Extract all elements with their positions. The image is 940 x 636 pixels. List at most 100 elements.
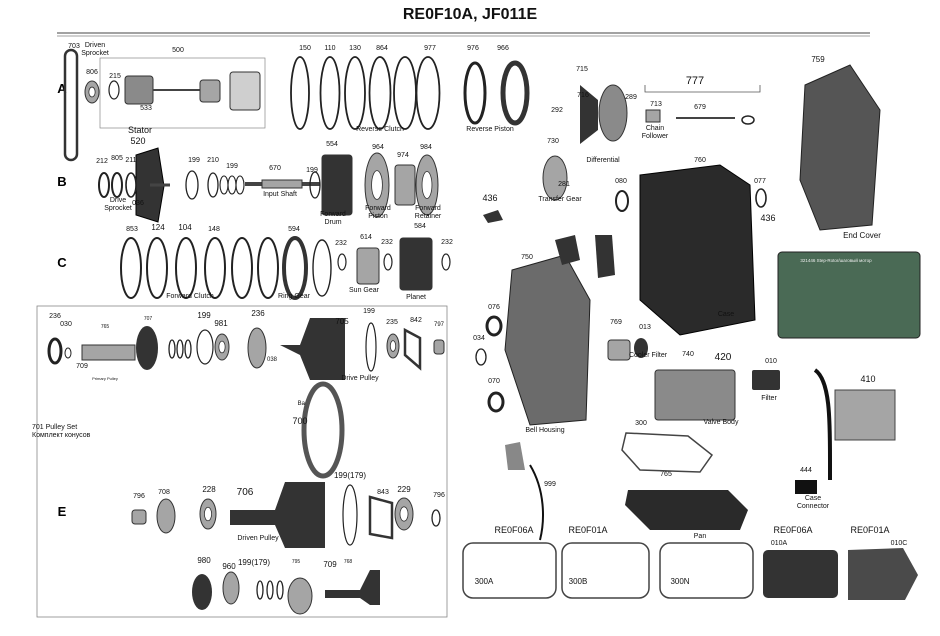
part-label: 199 xyxy=(226,163,238,170)
gasket-300n xyxy=(659,542,754,599)
part-label: 300 xyxy=(635,420,647,427)
part-label: 966 xyxy=(497,45,509,52)
part-label: 584 xyxy=(414,223,426,230)
part-label: 030 xyxy=(60,321,72,328)
ring-part xyxy=(168,339,176,359)
bearing-assembly xyxy=(199,79,221,103)
part-label: 670 xyxy=(269,165,281,172)
ring-part xyxy=(64,347,72,359)
part-label: 715 xyxy=(576,66,588,73)
part-label: End Cover xyxy=(843,231,881,240)
ring-part xyxy=(227,175,237,195)
part-label: 436 xyxy=(760,213,775,223)
ring-part xyxy=(475,348,487,366)
pump-housing xyxy=(229,71,261,111)
part-label: 232 xyxy=(335,240,347,247)
primary-pulley-half xyxy=(136,326,158,370)
part-label: 765 xyxy=(660,471,672,478)
part-label: 842 xyxy=(410,317,422,324)
clutch-plate xyxy=(393,56,417,130)
part-label: 232 xyxy=(441,239,453,246)
gear-708 xyxy=(156,498,176,534)
part-label: 013 xyxy=(639,324,651,331)
clutch-disc xyxy=(146,237,168,299)
part-label: 864 xyxy=(376,45,388,52)
part-label: 077 xyxy=(754,178,766,185)
part-label: 130 xyxy=(349,45,361,52)
part-label: 843 xyxy=(377,489,389,496)
part-label: Bell Housing xyxy=(525,427,564,434)
part-label: 236 xyxy=(251,309,265,318)
disc-bore xyxy=(399,506,409,522)
cone-960 xyxy=(222,571,240,605)
ring-part xyxy=(615,190,629,212)
seal-843 xyxy=(368,495,394,540)
part-label: 706 xyxy=(237,487,254,498)
differential-housing xyxy=(580,85,598,144)
part-label: Planet xyxy=(406,294,426,301)
differential-gear xyxy=(598,84,628,142)
ring-part xyxy=(309,171,321,199)
ring-part xyxy=(111,172,123,198)
part-label: 300B xyxy=(569,577,588,586)
part-label: 010C xyxy=(891,540,908,547)
bolt-436 xyxy=(483,210,503,223)
part-label: 036 xyxy=(132,200,144,207)
part-label: Вал xyxy=(298,401,309,407)
part-label: 199 xyxy=(188,157,200,164)
part-label: 554 xyxy=(326,141,338,148)
filter-part xyxy=(752,370,780,390)
cooler-filter xyxy=(634,338,648,358)
part-label: 709 xyxy=(323,560,337,569)
bracket-part xyxy=(555,235,580,265)
ring-gear xyxy=(282,236,308,300)
ring-part xyxy=(207,172,219,198)
ring-part xyxy=(741,115,755,125)
part-label: 215 xyxy=(109,73,121,80)
part-label: 410 xyxy=(860,374,875,384)
part-label: Pan xyxy=(694,533,707,540)
part-label: 981 xyxy=(214,319,228,328)
part-label: 964 xyxy=(372,144,384,151)
ring-part xyxy=(266,580,274,600)
part-label: 010A xyxy=(771,540,788,547)
transmission-case xyxy=(639,164,756,336)
cone-795 xyxy=(287,577,313,615)
part-label: 281 xyxy=(558,181,570,188)
disc-bore xyxy=(203,506,212,522)
part-label: 212 xyxy=(96,158,108,165)
filter-010c xyxy=(848,548,918,600)
part-label: Reverse Clutch xyxy=(356,126,404,133)
reverse-piston-ring xyxy=(463,61,487,125)
ring-part xyxy=(108,80,120,100)
part-label: 520 xyxy=(130,136,145,146)
chain-follower xyxy=(645,109,661,123)
bracket-part xyxy=(505,442,525,470)
part-label: 104 xyxy=(178,223,192,232)
part-label: Stator xyxy=(128,125,152,135)
row-letter: B xyxy=(57,174,66,189)
clutch-plate xyxy=(290,56,310,130)
part-label: 199(179) xyxy=(238,558,270,567)
filter-010a xyxy=(763,550,838,598)
clutch-plate xyxy=(368,56,392,130)
drive-chain xyxy=(63,48,79,162)
part-label: Valve Body xyxy=(704,419,739,426)
part-label: 999 xyxy=(544,481,556,488)
clutch-disc xyxy=(120,237,142,299)
clutch-plate xyxy=(319,56,341,130)
part-label: Driven Pulley xyxy=(237,535,279,542)
gasket-300b xyxy=(561,542,650,599)
part-label: 709 xyxy=(76,363,88,370)
seal-842 xyxy=(403,327,422,371)
part-label: 080 xyxy=(615,178,627,185)
bell-housing xyxy=(504,254,591,426)
ring-part xyxy=(441,253,451,271)
